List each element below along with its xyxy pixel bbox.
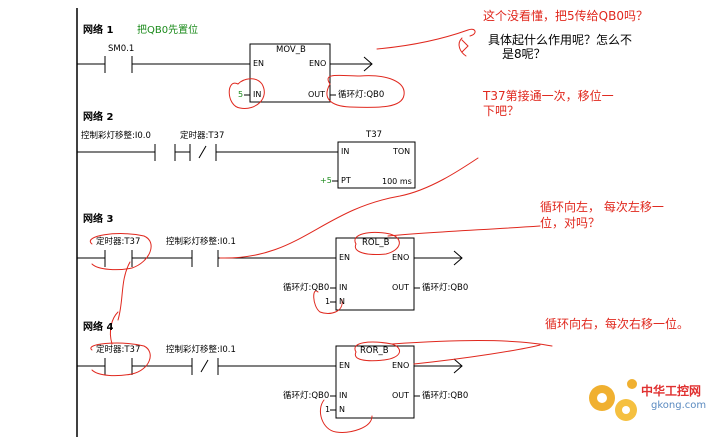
annotation-q3-line1: T37第接通一次，移位一 bbox=[483, 89, 614, 103]
watermark-cn: 中华工控网 bbox=[641, 384, 702, 398]
annotation-q4-line2: 位，对吗？ bbox=[540, 216, 601, 230]
network-4-title: 网络 4 bbox=[83, 322, 114, 333]
ror-b-eno-pin: ENO bbox=[392, 361, 410, 370]
mov-b-out-pin: OUT bbox=[308, 90, 326, 99]
rol-b-in-pin: IN bbox=[339, 283, 348, 292]
annotation-q1: 这个没看懂，把5传给QB0吗？ bbox=[483, 9, 648, 23]
mov-b-eno-pin: ENO bbox=[309, 59, 327, 68]
annotation-q2-line2: 是8呢？ bbox=[502, 47, 546, 61]
ror-b-in-pin: IN bbox=[339, 391, 348, 400]
contact-i0-1-nc-label: 控制彩灯移整:I0.1 bbox=[166, 237, 236, 247]
network-3-title: 网络 3 bbox=[83, 214, 114, 225]
watermark-en: gkong.com bbox=[651, 400, 707, 411]
contact-sm0-1-label: SM0.1 bbox=[108, 44, 135, 54]
rol-b-out-value: 循环灯:QB0 bbox=[422, 283, 469, 293]
annotation-q2-line1: 具体起什么作用呢？怎么不 bbox=[488, 33, 633, 47]
ror-b-out-pin: OUT bbox=[392, 391, 410, 400]
rol-b-block-name: ROL_B bbox=[362, 238, 390, 248]
network-2-title: 网络 2 bbox=[83, 112, 114, 123]
t37-block-name: T37 bbox=[366, 130, 383, 140]
rol-b-n-pin: N bbox=[339, 297, 345, 306]
ror-b-en-pin: EN bbox=[339, 361, 351, 370]
mov-b-in-value: 5 bbox=[238, 90, 244, 99]
t37-unit-label: 100 ms bbox=[382, 177, 412, 186]
contact-i0-1-nc-label-2: 控制彩灯移整:I0.1 bbox=[166, 345, 236, 355]
mov-b-in-pin: IN bbox=[253, 90, 262, 99]
t37-pt-value: +5 bbox=[320, 176, 332, 185]
contact-t37-label-2: 定时器:T37 bbox=[96, 345, 141, 355]
ror-b-n-value: 1 bbox=[325, 405, 331, 414]
annotation-q5: 循环向右，每次右移一位。 bbox=[545, 317, 690, 331]
ror-b-out-value: 循环灯:QB0 bbox=[422, 391, 469, 401]
annotation-q3-line2: 下吧？ bbox=[483, 104, 520, 118]
mov-b-block-name: MOV_B bbox=[276, 45, 306, 55]
ror-b-n-pin: N bbox=[339, 405, 345, 414]
rol-b-in-value: 循环灯:QB0 bbox=[283, 283, 330, 293]
network-1-title: 网络 1 bbox=[83, 25, 114, 36]
ror-b-block-name: ROR_B bbox=[360, 346, 389, 356]
mov-b-out-value: 循环灯:QB0 bbox=[338, 90, 385, 100]
network-1-comment: 把QB0先置位 bbox=[137, 25, 199, 36]
rol-b-out-pin: OUT bbox=[392, 283, 410, 292]
t37-pt-pin: PT bbox=[341, 176, 351, 185]
rol-b-n-value: 1 bbox=[325, 297, 331, 306]
contact-t37-label: 定时器:T37 bbox=[96, 237, 141, 247]
mov-b-en-pin: EN bbox=[253, 59, 265, 68]
t37-in-pin: IN bbox=[341, 147, 350, 156]
contact-i0-0-label: 控制彩灯移整:I0.0 bbox=[81, 131, 151, 141]
rol-b-eno-pin: ENO bbox=[392, 253, 410, 262]
annotation-q4-line1: 循环向左， 每次左移一 bbox=[540, 200, 664, 214]
t37-ton-label: TON bbox=[393, 147, 411, 156]
ror-b-in-value: 循环灯:QB0 bbox=[283, 391, 330, 401]
rol-b-en-pin: EN bbox=[339, 253, 351, 262]
watermark-gear-icon bbox=[589, 379, 637, 421]
contact-t37-nc-label: 定时器:T37 bbox=[180, 131, 225, 141]
